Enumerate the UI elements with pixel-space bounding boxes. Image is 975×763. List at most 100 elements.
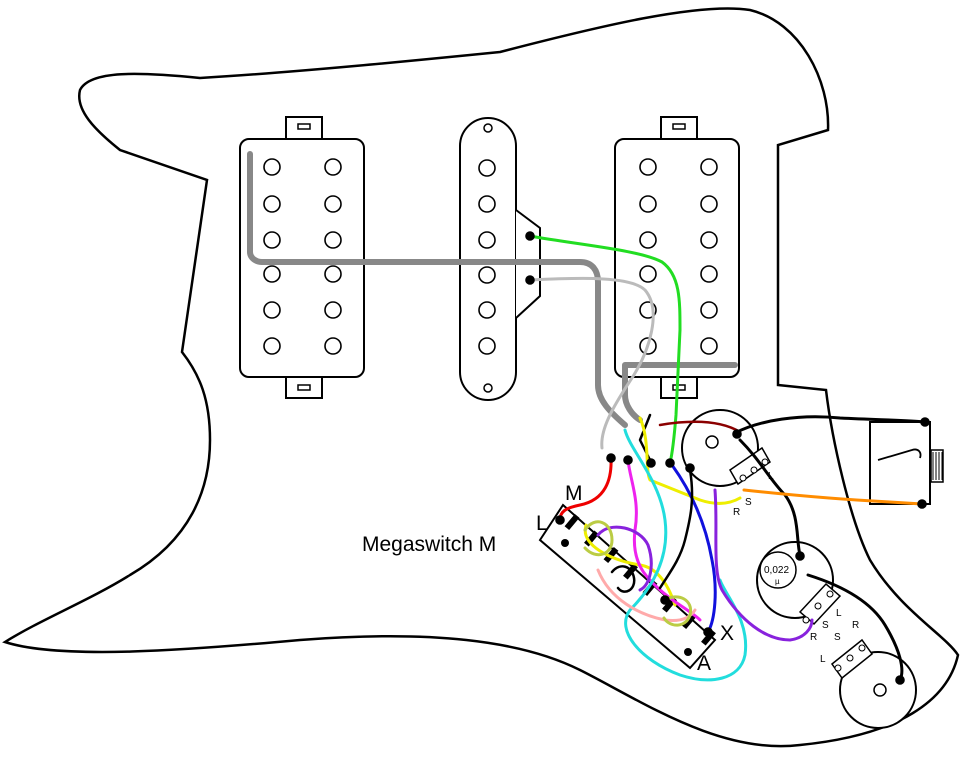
pole-piece xyxy=(639,195,657,213)
wires xyxy=(247,151,927,682)
solder-joint xyxy=(685,463,695,473)
wire-orange xyxy=(742,488,924,506)
mounting-screw xyxy=(483,123,493,133)
pole-piece xyxy=(263,195,281,213)
wire-yellow xyxy=(638,416,742,505)
tone-pot-1-lug-s: S xyxy=(822,620,829,631)
pole-piece xyxy=(639,231,657,249)
tone-pot-1-lug-l: L xyxy=(836,608,842,619)
output-jack-tip-spring xyxy=(877,448,922,461)
pole-piece xyxy=(324,337,342,355)
capacitor xyxy=(759,551,797,589)
tone-pot-2 xyxy=(830,638,917,729)
solder-joint xyxy=(703,627,713,637)
solder-joint xyxy=(606,453,616,463)
pole-piece xyxy=(700,158,718,176)
switch-terminal-m: M xyxy=(565,482,583,505)
wire-green xyxy=(528,234,682,465)
pole-piece xyxy=(263,158,281,176)
pole-piece xyxy=(324,195,342,213)
wire-red xyxy=(558,456,613,522)
solder-joint xyxy=(895,675,905,685)
solder-joint xyxy=(623,455,633,465)
pole-piece xyxy=(263,265,281,283)
wire-olive-loop-2 xyxy=(662,595,693,627)
tone-pot-1-lug-r: R xyxy=(810,632,817,643)
pole-piece xyxy=(478,337,496,355)
volume-pot-lug-s: S xyxy=(745,497,752,508)
tone-pot-2-lug-l: L xyxy=(820,654,826,665)
wire-magenta xyxy=(626,458,702,622)
pole-piece xyxy=(478,301,496,319)
pole-piece xyxy=(263,231,281,249)
wire-olive-loop xyxy=(583,520,614,557)
tone-pot-2-shaft xyxy=(873,683,887,697)
solder-joints xyxy=(525,231,930,685)
pole-piece xyxy=(639,265,657,283)
switch-terminal-l: L xyxy=(536,512,548,535)
wire-lightgray xyxy=(528,276,655,450)
solder-joint xyxy=(660,595,670,605)
pole-piece xyxy=(263,301,281,319)
pole-piece xyxy=(700,265,718,283)
capacitor-value: 0,022 xyxy=(764,565,789,576)
solder-joint xyxy=(646,458,656,468)
volume-pot-lug-r: R xyxy=(733,507,740,518)
output-jack-plate xyxy=(869,421,931,505)
megaswitch-label: Megaswitch M xyxy=(362,533,496,556)
pole-piece xyxy=(324,301,342,319)
pole-piece xyxy=(324,231,342,249)
pole-piece xyxy=(700,337,718,355)
capacitor-unit: µ xyxy=(775,577,780,586)
switch-lug xyxy=(564,513,580,531)
wire-gray-shield-bridge xyxy=(622,362,738,423)
pole-piece xyxy=(700,301,718,319)
bridge-humbucker-body xyxy=(614,138,740,378)
pole-piece xyxy=(263,337,281,355)
bridge-humbucker xyxy=(614,116,740,399)
pole-piece xyxy=(324,265,342,283)
neck-humbucker xyxy=(239,116,365,399)
pole-piece xyxy=(478,266,496,284)
wire-black-jack xyxy=(733,415,927,435)
volume-pot-lug-l: L xyxy=(768,471,774,482)
wire-black-switch xyxy=(658,468,694,590)
switch-lug xyxy=(681,612,697,630)
output-jack xyxy=(869,421,944,505)
solder-joint xyxy=(795,551,805,561)
wire-purple xyxy=(713,488,814,642)
solder-joint xyxy=(917,499,927,509)
volume-pot-lugs xyxy=(729,446,771,486)
pole-piece xyxy=(700,195,718,213)
tone-pot-2-lug-r: R xyxy=(852,620,859,631)
volume-pot xyxy=(681,409,771,487)
pole-piece xyxy=(478,231,496,249)
tone-pot-2-lug-s: S xyxy=(834,632,841,643)
tone-pot-1 xyxy=(756,541,842,626)
switch-terminal-a: A xyxy=(697,652,711,675)
solder-joint xyxy=(732,429,742,439)
wire-gray-shield xyxy=(247,151,628,428)
megaswitch-mount-hole xyxy=(561,539,569,547)
switch-lug xyxy=(584,530,599,547)
volume-pot-shaft xyxy=(705,435,719,449)
bridge-humbucker-pole-pieces xyxy=(639,158,718,355)
wire-black-switch-2 xyxy=(610,565,636,593)
bridge-humbucker-tab-top xyxy=(660,116,698,140)
wire-blue xyxy=(670,463,717,634)
neck-humbucker-body xyxy=(239,138,365,378)
pole-piece xyxy=(478,159,496,177)
middle-single-coil-pole-pieces xyxy=(478,159,496,355)
solder-joint xyxy=(665,458,675,468)
pole-piece xyxy=(324,158,342,176)
megaswitch-mount-hole xyxy=(684,648,692,656)
pole-piece xyxy=(700,231,718,249)
pole-piece xyxy=(639,158,657,176)
solder-joint xyxy=(525,231,535,241)
wire-cyan xyxy=(623,428,748,682)
neck-humbucker-tab-top xyxy=(285,116,323,140)
solder-joint xyxy=(920,417,930,427)
solder-joint xyxy=(555,515,565,525)
neck-humbucker-pole-pieces xyxy=(263,158,342,355)
neck-humbucker-tab-bottom xyxy=(285,375,323,399)
